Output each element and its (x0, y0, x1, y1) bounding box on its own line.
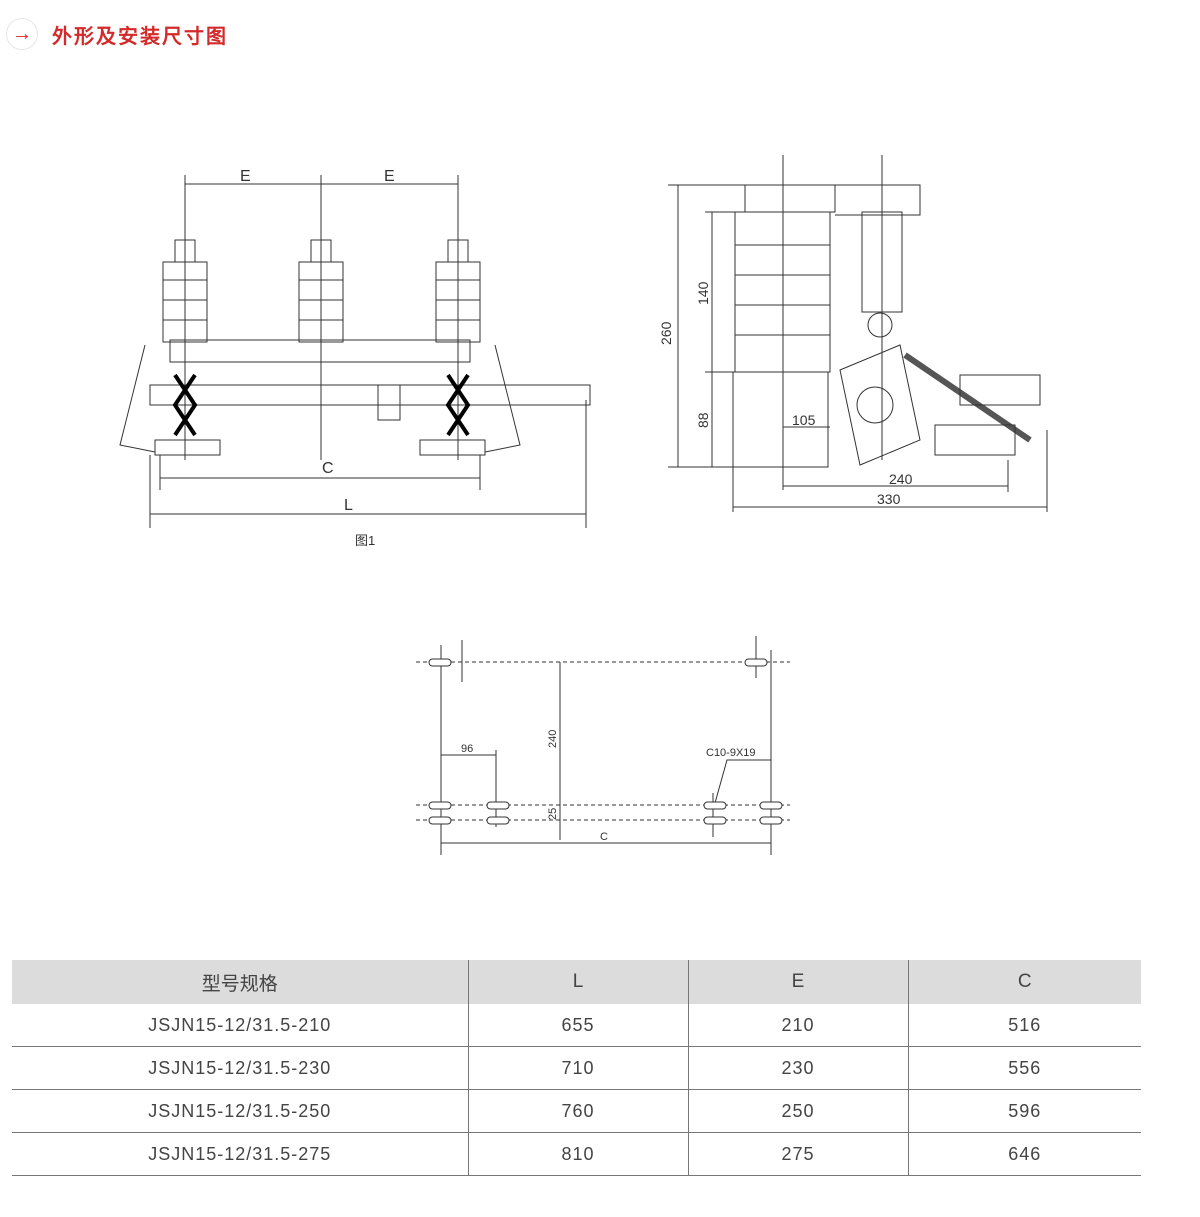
cell-model: JSJN15-12/31.5-275 (12, 1132, 468, 1176)
dim-96: 96 (461, 743, 473, 755)
cell-model: JSJN15-12/31.5-250 (12, 1089, 468, 1133)
mounting-diagram (416, 636, 790, 855)
section-title: 外形及安装尺寸图 (52, 23, 228, 48)
figure1-drawings: E E C L 图1 260 140 88 105 240 330 96 240… (119, 155, 1048, 855)
cell-L: 655 (467, 1004, 688, 1047)
dim-E-left: E (240, 168, 251, 185)
dim-25: 25 (547, 808, 559, 820)
cell-L: 710 (467, 1046, 688, 1090)
cell-E: 230 (687, 1046, 908, 1090)
col-header-model: 型号规格 (12, 960, 468, 1004)
cell-model: JSJN15-12/31.5-230 (12, 1046, 468, 1090)
front-view (119, 175, 591, 528)
hole-spec: C10-9X19 (706, 747, 756, 759)
dim-88: 88 (695, 412, 711, 428)
insulator (298, 239, 344, 343)
arrow-right-icon: → (6, 18, 38, 50)
col-header-L: L (467, 960, 688, 1004)
cell-C: 596 (907, 1089, 1141, 1133)
dim-C: C (322, 460, 334, 477)
side-view (668, 155, 1048, 512)
figure-caption: 图1 (355, 533, 375, 548)
dim-240-mount: 240 (547, 730, 559, 748)
cell-C: 556 (907, 1046, 1141, 1090)
col-header-E: E (687, 960, 908, 1004)
dim-260: 260 (658, 321, 674, 345)
cell-L: 810 (467, 1132, 688, 1176)
insulator (435, 239, 481, 343)
dim-105: 105 (792, 412, 816, 428)
dim-C-mount: C (600, 831, 608, 843)
cell-C: 646 (907, 1132, 1141, 1176)
cell-model: JSJN15-12/31.5-210 (12, 1004, 468, 1047)
cell-L: 760 (467, 1089, 688, 1133)
col-header-C: C (907, 960, 1141, 1004)
dim-140: 140 (695, 281, 711, 305)
table-header-row: 型号规格 L E C (12, 960, 1141, 1004)
cell-E: 250 (687, 1089, 908, 1133)
cell-E: 210 (687, 1004, 908, 1047)
cell-E: 275 (687, 1132, 908, 1176)
dim-L: L (344, 497, 353, 514)
insulator (162, 239, 208, 343)
section-header: → 外形及安装尺寸图 (6, 18, 228, 50)
dim-330: 330 (877, 491, 901, 507)
cell-C: 516 (907, 1004, 1141, 1047)
dim-240: 240 (889, 471, 913, 487)
dim-E-right: E (384, 168, 395, 185)
